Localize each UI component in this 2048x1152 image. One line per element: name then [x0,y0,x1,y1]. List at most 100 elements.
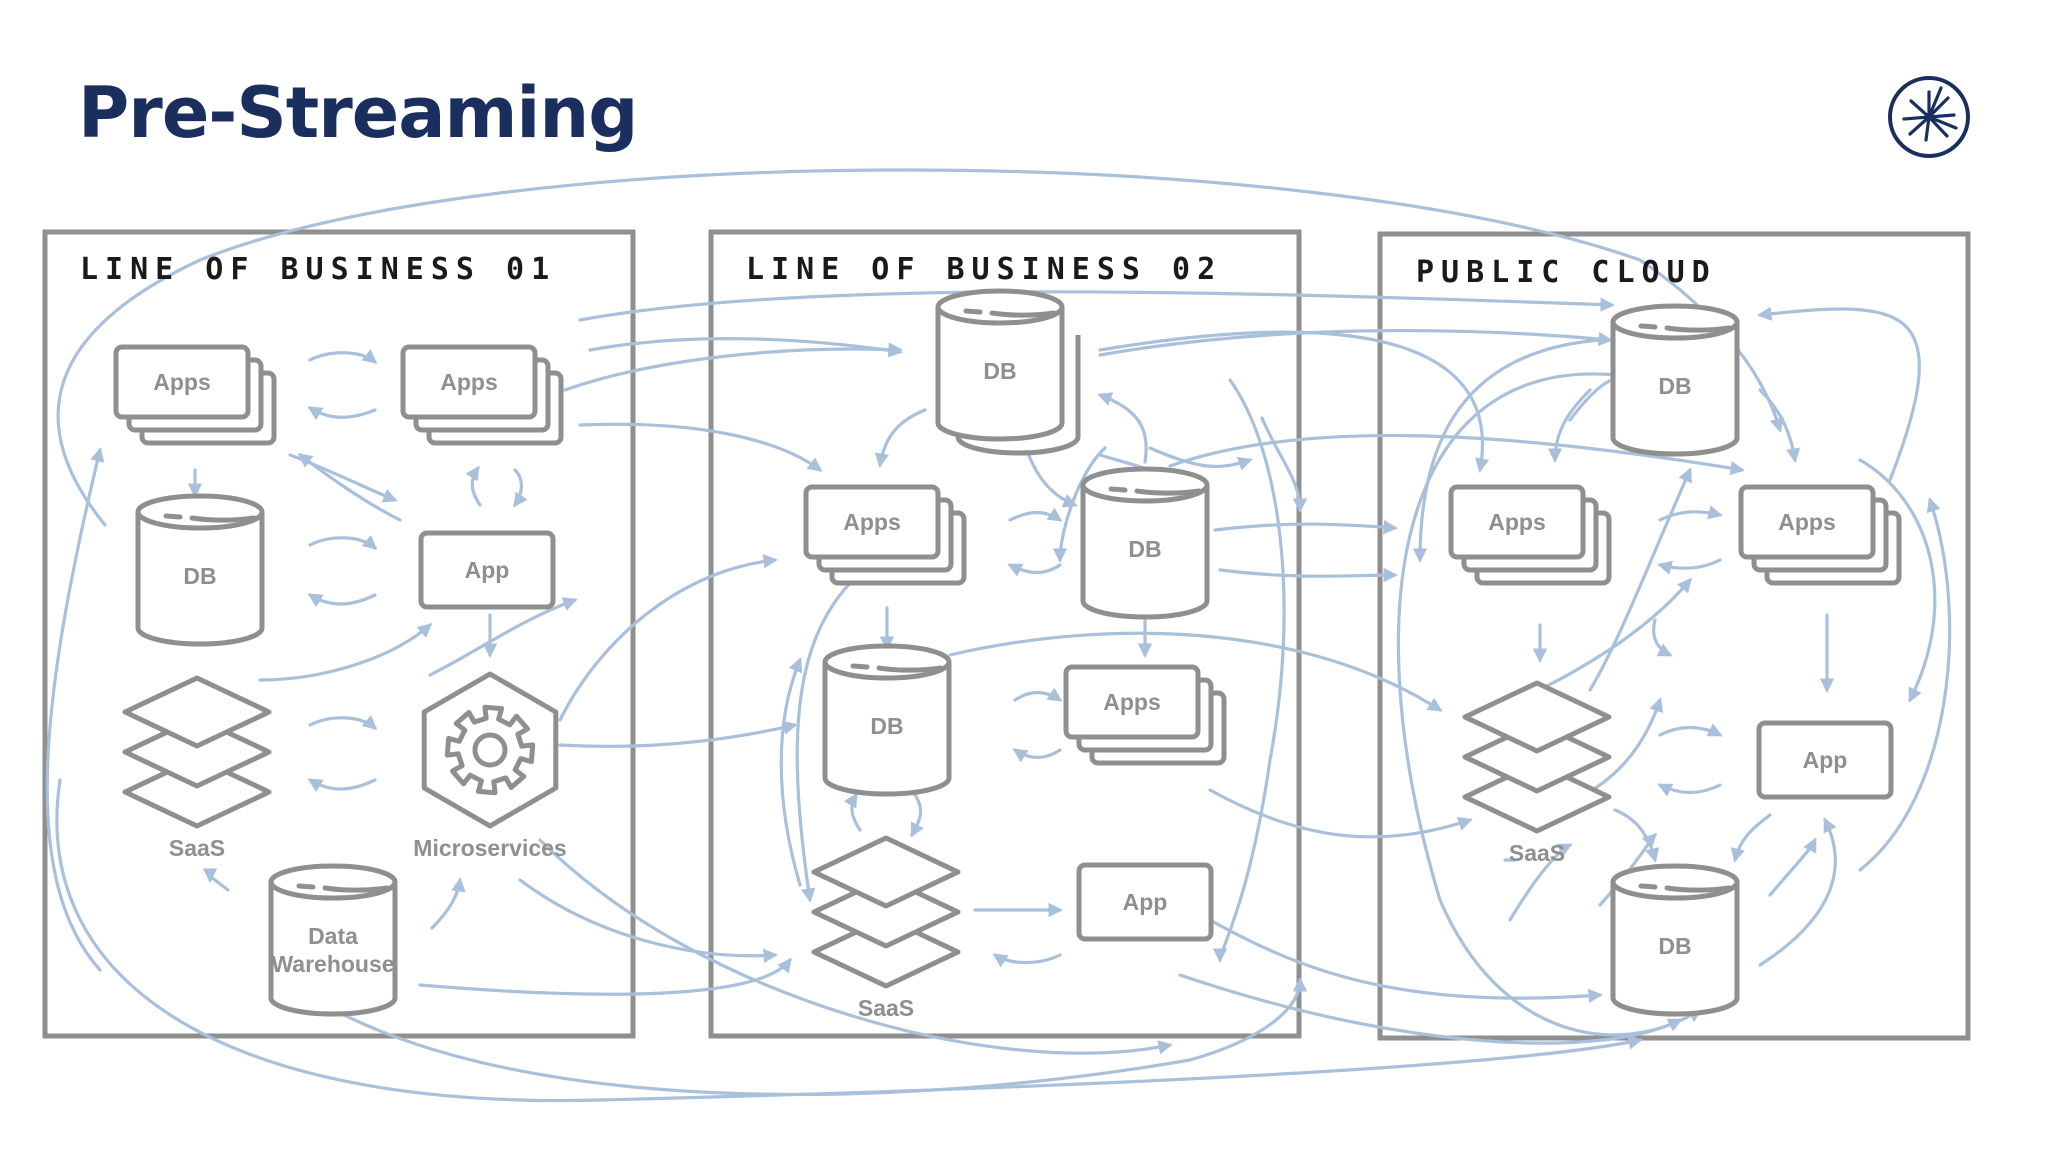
edge-long-4 [298,977,1308,1097]
edge-local-31 [992,953,1062,968]
cloud-saas-node[interactable]: SaaS [1462,680,1612,866]
lob1-db-node[interactable]: DB [135,493,265,647]
edge-long-30 [1412,338,1602,563]
edge-long-11 [518,878,778,963]
lane-title-lob2: LINE OF BUSINESS 02 [746,252,1222,287]
lane-title-cloud: PUBLIC CLOUD [1416,255,1717,290]
lob2-saas-label: SaaS [858,995,914,1021]
lob2-db-top-node[interactable]: DB [935,288,1081,456]
edge-long-15 [1098,330,1490,473]
edge-local-28 [843,792,862,832]
edge-long-24 [1260,416,1308,513]
edge-local-29 [910,793,924,838]
edge-long-9 [558,554,778,722]
lob2-app-node[interactable]: App [1076,862,1214,942]
edge-long-5 [578,290,1615,322]
lob2-saas-node[interactable]: SaaS [811,835,961,1021]
edge-long-13 [538,838,1173,1055]
lob2-apps-a-node[interactable]: Apps [803,484,967,586]
edge-long-3 [45,447,105,972]
cloud-apps-b-node[interactable]: Apps [1738,484,1902,586]
edge-long-31 [1757,306,1921,482]
edge-local-26 [1013,687,1063,702]
lane-lob1-box [42,229,636,1039]
edge-long-7 [563,342,903,392]
cloud-app-node[interactable]: App [1756,720,1894,800]
edge-local-25 [1007,563,1062,577]
edge-local-38 [1547,388,1592,463]
edge-long-29 [1396,372,1703,1037]
edge-local-12 [307,778,377,793]
edge-local-14 [297,453,402,522]
edge-local-17 [465,465,482,507]
edge-long-23 [1212,378,1286,963]
edge-local-33 [1652,618,1673,657]
edge-long-18 [1218,567,1398,583]
cloud-apps-b-label: Apps [1778,509,1836,535]
lob1-ms-label: Microservices [413,835,566,861]
cloud-db-top-label: DB [1658,373,1691,399]
lob1-app-node[interactable]: App [418,530,556,610]
edge-long-14 [1098,328,1613,357]
lob2-apps-a-label: Apps [843,509,901,535]
edge-long-35 [1768,837,1817,897]
edge-local-15 [258,623,433,682]
lob1-apps-b-node[interactable]: Apps [400,344,564,446]
edge-long-34 [1758,817,1837,967]
edge-long-1 [56,168,1784,527]
lob1-saas-node[interactable]: SaaS [122,675,272,861]
edge-long-16 [1168,433,1745,476]
edge-local-35 [1657,558,1722,575]
lob1-apps-a-node[interactable]: Apps [113,344,277,446]
edge-long-10 [558,720,798,748]
lob1-dw-label-line-2: Warehouse [271,951,394,977]
lob2-db-mid-node[interactable]: DB [1080,466,1210,620]
edge-local-13 [288,453,398,503]
edge-local-32 [779,657,803,887]
cloud-db-bottom-node[interactable]: DB [1610,863,1740,1017]
cloud-apps-a-label: Apps [1488,509,1546,535]
edge-local-24 [1008,507,1063,522]
lob1-apps-a-label: Apps [153,369,211,395]
lob2-db-left-node[interactable]: DB [822,643,952,797]
edge-long-32 [1858,458,1937,703]
cloud-saas-label: SaaS [1509,840,1565,866]
edge-local-10 [307,593,377,608]
edge-local-18 [513,468,528,508]
lob1-ms-node[interactable]: Microservices [413,671,567,861]
edge-long-19 [948,631,1443,712]
edge-local-23 [1097,392,1148,464]
lob2-db-top-label: DB [983,358,1016,384]
cloud-apps-a-node[interactable]: Apps [1448,484,1612,586]
cloud-db-bottom-label: DB [1658,933,1691,959]
lob2-app-label: App [1123,889,1168,915]
edge-long-33 [1858,497,1952,872]
edge-local-37 [1657,783,1722,797]
edge-local-8 [307,406,377,421]
edge-local-11 [308,715,378,730]
lob1-dw-label-line-1: Data [308,923,358,949]
edge-long-21 [1208,918,1603,1004]
edge-long-2 [55,778,1643,1103]
edge-local-34 [1658,505,1723,522]
page-title: Pre-Streaming [78,72,638,154]
edge-local-19 [202,868,230,892]
lane-lob2-box [708,229,1302,1039]
cloud-db-top-node[interactable]: DB [1610,303,1740,457]
lob1-apps-b-label: Apps [440,369,498,395]
edge-long-20 [1208,788,1473,839]
edge-local-20 [430,877,466,930]
lob2-apps-b-label: Apps [1103,689,1161,715]
edge-local-21 [874,408,927,468]
edge-local-39 [1758,388,1801,463]
lob1-saas-label: SaaS [169,835,225,861]
edge-long-12 [418,957,792,996]
edge-long-40 [1588,467,1692,692]
edge-long-27 [1148,446,1253,471]
lob1-db-label: DB [183,563,216,589]
edge-local-7 [308,349,378,364]
lob2-apps-b-node[interactable]: Apps [1063,664,1227,766]
edge-local-16 [428,597,578,677]
